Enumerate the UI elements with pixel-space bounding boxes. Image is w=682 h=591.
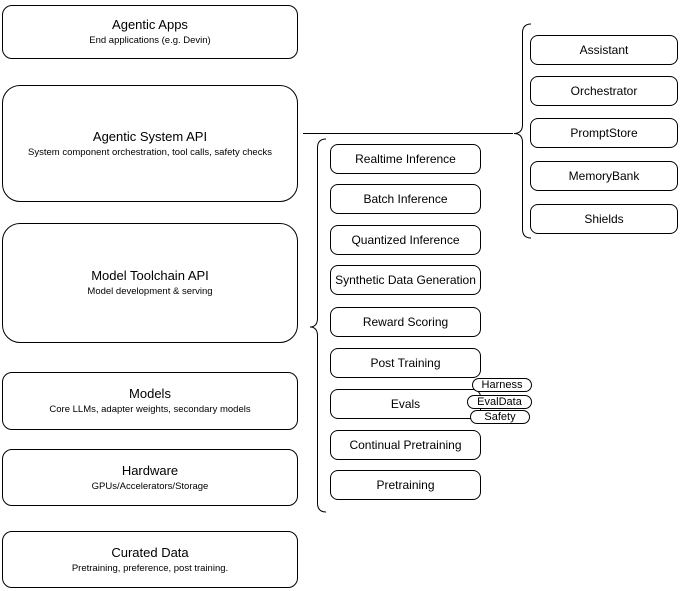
- node-synthetic-data-generation: Synthetic Data Generation: [330, 265, 481, 295]
- node-realtime-inference: Realtime Inference: [330, 144, 481, 174]
- node-title: Curated Data: [111, 544, 189, 560]
- node-agentic-system-api: Agentic System API System component orch…: [2, 85, 298, 202]
- node-subtitle: Pretraining, preference, post training.: [71, 562, 229, 574]
- node-promptstore: PromptStore: [530, 118, 678, 148]
- node-agentic-apps: Agentic Apps End applications (e.g. Devi…: [2, 5, 298, 59]
- node-quantized-inference: Quantized Inference: [330, 225, 481, 255]
- node-title: Models: [129, 386, 171, 401]
- node-memorybank: MemoryBank: [530, 161, 678, 191]
- node-batch-inference: Batch Inference: [330, 184, 481, 214]
- node-shields: Shields: [530, 204, 678, 234]
- node-post-training: Post Training: [330, 348, 481, 378]
- node-subtitle: End applications (e.g. Devin): [89, 35, 211, 46]
- node-curated-data: Curated Data Pretraining, preference, po…: [2, 531, 298, 588]
- node-title: Model Toolchain API: [91, 268, 209, 283]
- node-assistant: Assistant: [530, 35, 678, 65]
- node-orchestrator: Orchestrator: [530, 76, 678, 106]
- node-title: Agentic Apps: [112, 17, 188, 32]
- node-subtitle: System component orchestration, tool cal…: [28, 146, 272, 158]
- node-subtitle: Model development & serving: [87, 286, 213, 297]
- node-hardware: Hardware GPUs/Accelerators/Storage: [2, 449, 298, 506]
- node-title: Agentic System API: [92, 128, 208, 144]
- node-models: Models Core LLMs, adapter weights, secon…: [2, 372, 298, 430]
- bracket-toolchain: [309, 138, 327, 513]
- node-subtitle: GPUs/Accelerators/Storage: [91, 480, 209, 492]
- node-continual-pretraining: Continual Pretraining: [330, 430, 481, 460]
- tag-evaldata: EvalData: [467, 395, 532, 409]
- node-title: Hardware: [121, 462, 179, 478]
- tag-safety: Safety: [470, 410, 530, 424]
- tag-harness: Harness: [472, 378, 532, 392]
- node-model-toolchain-api: Model Toolchain API Model development & …: [2, 223, 298, 343]
- bracket-components: [513, 23, 532, 239]
- node-pretraining: Pretraining: [330, 470, 481, 500]
- node-evals: Evals: [330, 389, 481, 419]
- node-reward-scoring: Reward Scoring: [330, 307, 481, 337]
- node-subtitle: Core LLMs, adapter weights, secondary mo…: [49, 404, 251, 415]
